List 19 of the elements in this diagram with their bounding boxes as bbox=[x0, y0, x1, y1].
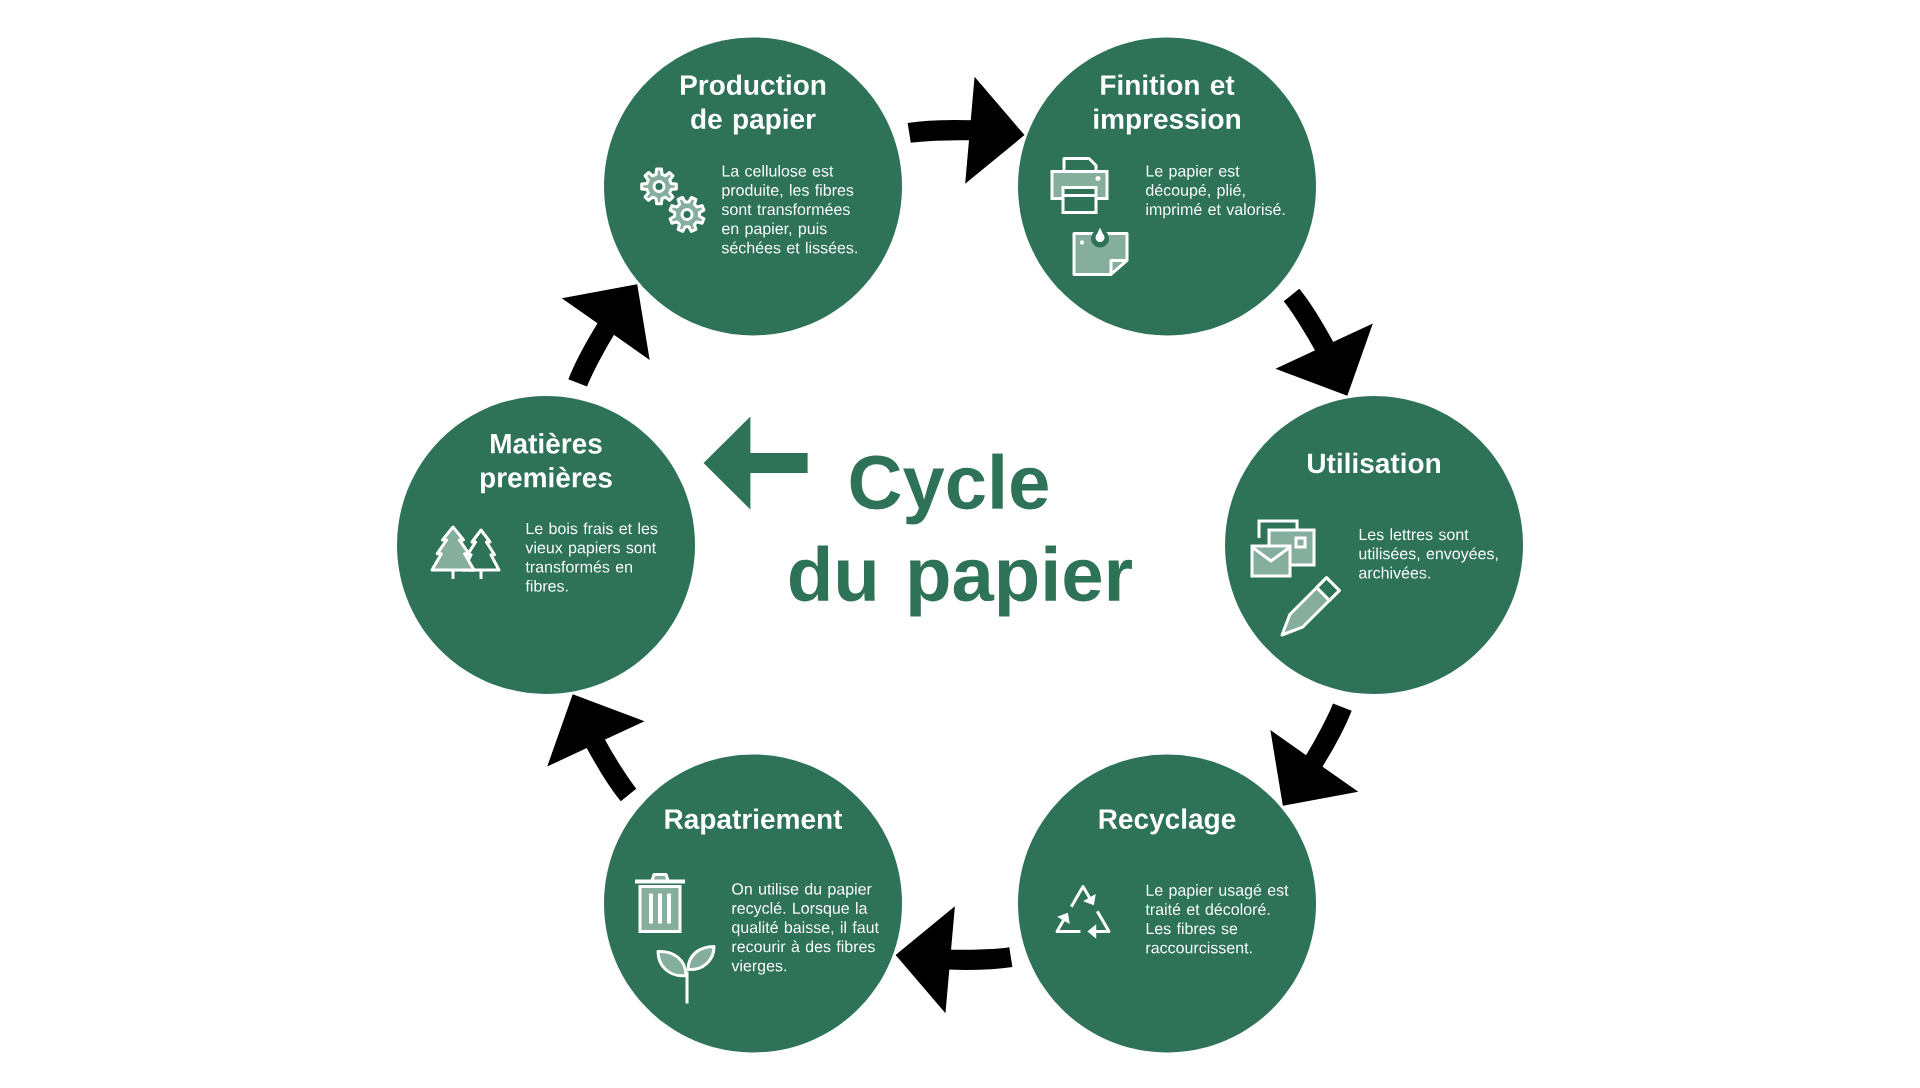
step-heading: Rapatriement bbox=[665, 808, 843, 835]
step-description: Le bois frais et les vieux papiers sont transformés en fibres. bbox=[525, 522, 658, 592]
step-description: Le papier usagé est traité et décoloré. Les fibres se raccourcissent. bbox=[1145, 883, 1289, 954]
step-description: On utilise du papier recyclé. Lorsque la qualité baisse, il faut recourir à des fibres vierges. bbox=[731, 882, 879, 975]
step-heading: Finition et impression bbox=[1094, 74, 1240, 135]
step-circle bbox=[397, 396, 695, 694]
step-heading: Production de papier bbox=[681, 74, 826, 135]
step-circle bbox=[1018, 754, 1316, 1053]
step-heading: Matières premières bbox=[480, 432, 612, 494]
step-heading: Utilisation bbox=[1308, 452, 1440, 474]
title-text: Cycle du papier bbox=[790, 453, 1132, 617]
step-circle bbox=[1018, 37, 1316, 336]
step-circle bbox=[1225, 396, 1523, 694]
step-circle bbox=[604, 754, 902, 1053]
step-description: Les lettres sont utilisées, envoyées, archivées. bbox=[1359, 528, 1498, 579]
step-circle bbox=[604, 37, 902, 336]
step-description: La cellulose est produite, les fibres sont transformées en papier, puis séchées et lissées. bbox=[721, 164, 857, 254]
step-heading: Recyclage bbox=[1099, 808, 1236, 835]
step-description: Le papier est découpé, plié, imprimé et valorisé. bbox=[1146, 164, 1285, 219]
